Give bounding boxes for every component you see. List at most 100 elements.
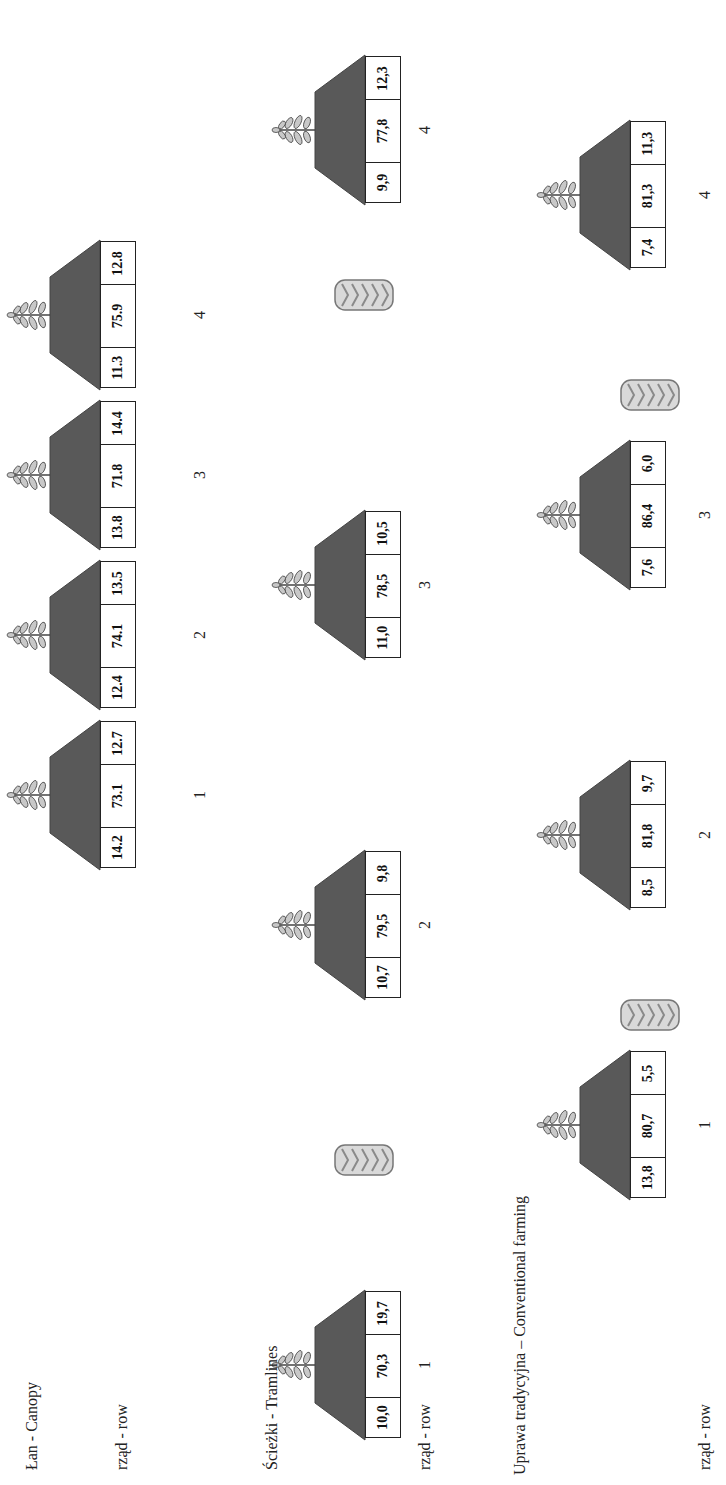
tire-track <box>621 380 679 410</box>
row-number: 2 <box>416 921 434 929</box>
cell-value: 10,5 <box>375 521 391 546</box>
value-cell: 81,8 <box>630 804 666 868</box>
cell-value: 13,8 <box>640 1165 656 1190</box>
cell-value: 8,5 <box>640 879 656 897</box>
row-number: 1 <box>191 791 209 799</box>
cell-value: 14.2 <box>110 835 126 860</box>
row-number: 1 <box>696 1121 714 1129</box>
value-cell: 11.3 <box>100 347 136 389</box>
value-cell: 7,6 <box>630 547 666 589</box>
potato-ridge <box>537 760 630 910</box>
cell-value: 86,4 <box>640 504 656 529</box>
cell-value: 9,8 <box>375 865 391 883</box>
value-cell: 9,7 <box>630 762 666 806</box>
potato-ridge <box>7 240 100 390</box>
section-label: Uprawa tradycyjna – Conventional farming <box>511 1196 529 1475</box>
value-cell: 12.8 <box>100 242 136 286</box>
row-number: 2 <box>696 831 714 839</box>
cell-value: 19,7 <box>375 1301 391 1326</box>
cell-value: 10,7 <box>375 965 391 990</box>
value-cell: 73.1 <box>100 764 136 828</box>
section-label: Łan - Canopy <box>23 1382 41 1470</box>
value-cell: 74.1 <box>100 604 136 668</box>
potato-ridge <box>537 1050 630 1200</box>
potato-ridge <box>7 400 100 550</box>
row-number: 4 <box>696 191 714 199</box>
cell-value: 81,3 <box>640 184 656 209</box>
value-cell: 12,3 <box>365 57 401 101</box>
row-number: 4 <box>416 126 434 134</box>
cell-value: 9,9 <box>375 174 391 192</box>
section-label: Ścieżki - Tramlines <box>263 1346 281 1470</box>
cell-value: 78,5 <box>375 574 391 599</box>
value-cell: 14.2 <box>100 827 136 869</box>
value-cell: 71.8 <box>100 444 136 508</box>
cell-value: 12.8 <box>110 251 126 276</box>
value-cell: 12.7 <box>100 722 136 766</box>
value-cell: 81,3 <box>630 164 666 228</box>
value-cell: 13,8 <box>630 1157 666 1199</box>
section-label: rząd - row <box>113 1404 131 1470</box>
row-number: 3 <box>191 471 209 479</box>
row-number: 3 <box>416 581 434 589</box>
value-cell: 77,8 <box>365 99 401 163</box>
row-number: 3 <box>696 511 714 519</box>
value-cell: 9,8 <box>365 852 401 896</box>
value-cell: 12.4 <box>100 667 136 709</box>
cell-value: 13.8 <box>110 515 126 540</box>
potato-ridge <box>272 510 365 660</box>
cell-value: 7,6 <box>640 559 656 577</box>
value-cell: 14.4 <box>100 402 136 446</box>
cell-value: 13.5 <box>110 571 126 596</box>
cell-value: 73.1 <box>110 784 126 809</box>
value-cell: 78,5 <box>365 554 401 618</box>
cell-value: 77,8 <box>375 119 391 144</box>
value-cell: 13.5 <box>100 562 136 606</box>
potato-ridge <box>7 560 100 710</box>
value-cell: 79,5 <box>365 894 401 958</box>
cell-value: 12.4 <box>110 675 126 700</box>
section-label: rząd - row <box>416 1404 434 1470</box>
cell-value: 7,4 <box>640 239 656 257</box>
value-cell: 8,5 <box>630 867 666 909</box>
cell-value: 14.4 <box>110 411 126 436</box>
cell-value: 9,7 <box>640 775 656 793</box>
cell-value: 10,0 <box>375 1405 391 1430</box>
value-cell: 6,0 <box>630 442 666 486</box>
cell-value: 81,8 <box>640 824 656 849</box>
potato-ridge <box>537 120 630 270</box>
value-cell: 10,0 <box>365 1397 401 1439</box>
value-cell: 10,5 <box>365 512 401 556</box>
cell-value: 80,7 <box>640 1114 656 1139</box>
value-cell: 75.9 <box>100 284 136 348</box>
value-cell: 70,3 <box>365 1334 401 1398</box>
cell-value: 6,0 <box>640 455 656 473</box>
cell-value: 70,3 <box>375 1354 391 1379</box>
cell-value: 12,3 <box>375 66 391 91</box>
potato-ridge <box>7 720 100 870</box>
section-label: rząd - row <box>696 1404 714 1470</box>
cell-value: 12.7 <box>110 731 126 756</box>
value-cell: 10,7 <box>365 957 401 999</box>
potato-ridge <box>272 1290 365 1440</box>
cell-value: 11,3 <box>640 132 656 156</box>
row-number: 2 <box>191 631 209 639</box>
value-cell: 9,9 <box>365 162 401 204</box>
tire-track <box>335 280 393 310</box>
value-cell: 5,5 <box>630 1052 666 1096</box>
cell-value: 75.9 <box>110 304 126 329</box>
potato-ridge <box>272 850 365 1000</box>
value-cell: 13.8 <box>100 507 136 549</box>
cell-value: 71.8 <box>110 464 126 489</box>
value-cell: 11,3 <box>630 122 666 166</box>
value-cell: 86,4 <box>630 484 666 548</box>
tire-track <box>335 1145 393 1175</box>
value-cell: 80,7 <box>630 1094 666 1158</box>
potato-ridge <box>272 55 365 205</box>
cell-value: 5,5 <box>640 1065 656 1083</box>
value-cell: 11,0 <box>365 617 401 659</box>
cell-value: 79,5 <box>375 914 391 939</box>
value-cell: 7,4 <box>630 227 666 269</box>
row-number: 4 <box>191 311 209 319</box>
